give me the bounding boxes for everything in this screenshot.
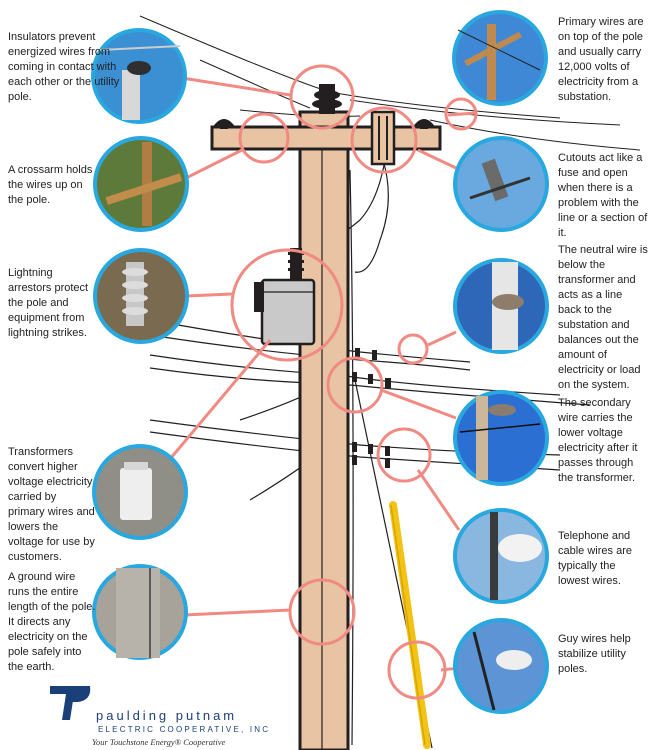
- left-insulator: [212, 119, 236, 129]
- primary-wires-photo: [452, 10, 548, 106]
- guy-wires-caption: Guy wires help stabilize utility poles.: [558, 633, 631, 675]
- logo-name: paulding putnam: [96, 708, 238, 723]
- ground-wire-caption: A ground wire runs the entire length of …: [8, 571, 96, 673]
- wire-clamps: [352, 348, 391, 468]
- transformers-caption: Transformers convert higher voltage elec…: [8, 446, 95, 563]
- lightning-arrestor-photo: [93, 248, 189, 344]
- logo-mark-icon: [50, 686, 91, 720]
- cutout-photo: [453, 136, 549, 232]
- crossarm-caption: A crossarm holds the wires up on the pol…: [8, 164, 93, 206]
- insulators-caption: Insulators prevent energized wires from …: [8, 31, 120, 103]
- pole: [298, 110, 350, 750]
- ground-wire-photo: [92, 564, 188, 660]
- insulator-photo: [91, 28, 187, 124]
- cutout: [370, 110, 396, 166]
- primary-wires-caption: Primary wires are on top of the pole and…: [558, 16, 644, 103]
- callout-connectors: [163, 76, 477, 672]
- logo-tagline: Your Touchstone Energy® Cooperative: [92, 737, 226, 747]
- right-insulator: [412, 119, 436, 129]
- cutouts-caption: Cutouts act like a fuse and open when th…: [558, 152, 648, 239]
- neutral-wire-photo: [453, 258, 549, 354]
- transformer-photo: [92, 444, 188, 540]
- lightning-arrestors-caption: Lightning arrestors protect the pole and…: [8, 267, 89, 339]
- secondary-wire-caption: The secondary wire carries the lower vol…: [558, 397, 638, 484]
- logo-subtitle: ELECTRIC COOPERATIVE, INC: [98, 725, 271, 734]
- neutral-wire-caption: The neutral wire is below the transforme…: [558, 244, 648, 391]
- top-insulator: [312, 84, 342, 114]
- telephone-cable-caption: Telephone and cable wires are typically …: [558, 530, 632, 587]
- ground-wire: [349, 169, 354, 746]
- transformer: [254, 278, 316, 346]
- crossarm: [210, 125, 442, 151]
- guy-wire-guard: [389, 501, 431, 749]
- lightning-arrestor: [288, 248, 304, 282]
- crossarm-photo: [93, 136, 189, 232]
- callout-rings: [230, 64, 478, 700]
- telephone-wires-photo: [453, 508, 549, 604]
- cooperative-logo: paulding putnam ELECTRIC COOPERATIVE, IN…: [48, 680, 298, 748]
- guy-wire-photo: [453, 618, 549, 714]
- secondary-wire-photo: [453, 390, 549, 486]
